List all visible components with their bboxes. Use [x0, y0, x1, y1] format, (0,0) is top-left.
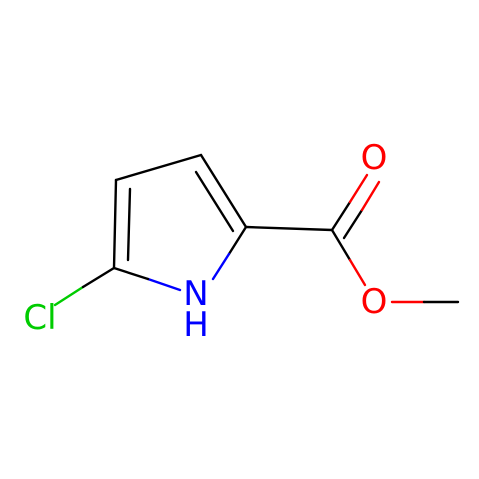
bond-c-oester-c-half [330, 228, 352, 262]
atom-label-group: Cl N H O O [23, 138, 387, 345]
bond-cl-c5-c-half [81, 266, 116, 289]
bond-co-double-inner-o [360, 180, 381, 212]
atom-label-ester-o: O [361, 282, 388, 322]
bond-n-c5-n-half [146, 277, 182, 292]
bond-co-double-inner-c [342, 208, 364, 240]
bond-c3-c2 [199, 153, 248, 229]
bond-c5-c4-inner [126, 187, 132, 262]
bond-n-c5-c-half [112, 266, 150, 281]
bond-c4-c3 [114, 153, 203, 182]
atom-label-carbonyl-o: O [361, 138, 388, 178]
bond-c2-n-c-half [227, 225, 248, 256]
atom-label-n: N [183, 274, 208, 314]
bond-co-double-outer-o [348, 173, 369, 204]
bond-c-oester-o-half [348, 258, 367, 287]
bond-cl-c5-cl-half [53, 285, 85, 307]
atom-label-nh-h: H [183, 305, 209, 345]
bond-c3-c2-inner [194, 170, 235, 233]
bond-c2-n-n-half [211, 252, 231, 281]
bond-c5-c4 [112, 178, 118, 270]
bond-group [53, 153, 460, 307]
bond-c2-ccarbonyl [244, 225, 334, 232]
atom-label-cl: Cl [23, 298, 56, 338]
bond-co-double-outer-c [330, 200, 352, 232]
